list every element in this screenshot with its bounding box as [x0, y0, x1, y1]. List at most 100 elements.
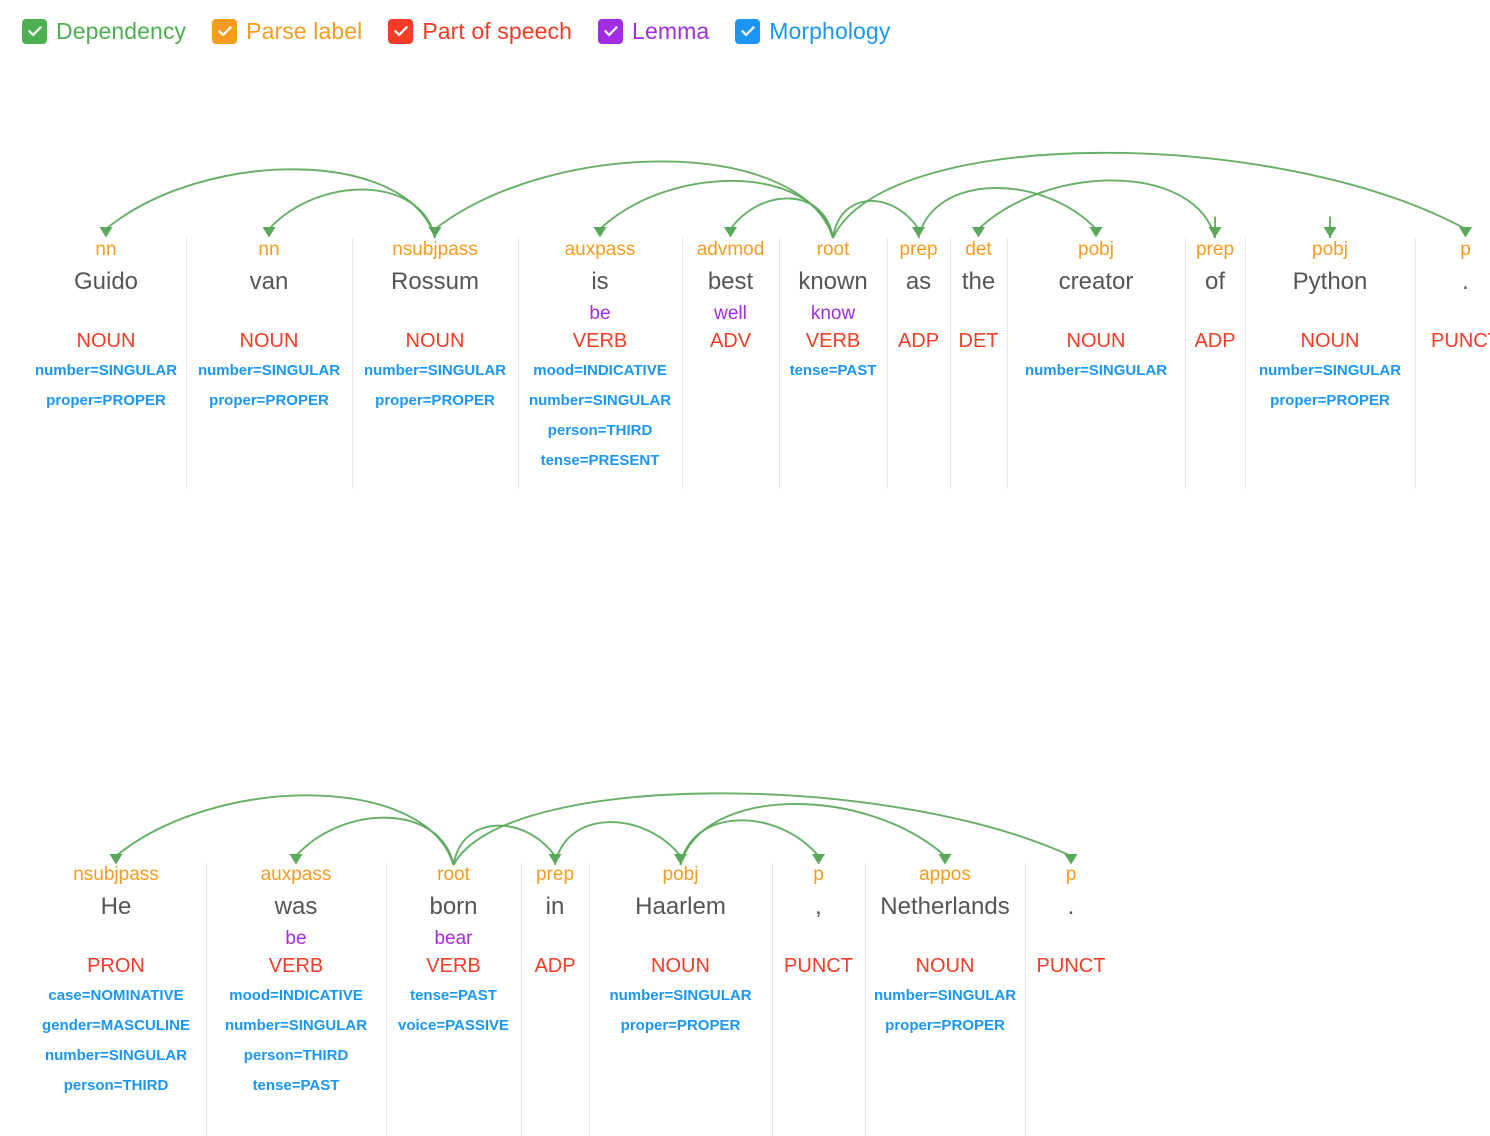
- token-word[interactable]: ,: [815, 893, 822, 920]
- parse-label: pobj: [1078, 239, 1114, 260]
- morphology-feature: number=SINGULAR: [1024, 362, 1168, 379]
- token-lemma: know: [810, 303, 856, 324]
- legend-item-label: Dependency: [56, 17, 187, 44]
- checkbox-checked-icon[interactable]: [598, 18, 624, 44]
- parse-label: prep: [1195, 239, 1235, 260]
- token-word[interactable]: best: [707, 268, 754, 295]
- token-word[interactable]: born: [429, 893, 478, 920]
- dependency-arrowhead: [972, 227, 985, 238]
- legend-item-part-of-speech[interactable]: Part of speech: [388, 18, 572, 44]
- token-word[interactable]: in: [545, 893, 565, 920]
- dependency-arrowhead: [912, 227, 925, 238]
- part-of-speech-label: ADP: [1194, 330, 1236, 352]
- morphology-feature: mood=INDICATIVE: [229, 987, 363, 1004]
- dependency-arrowhead: [428, 227, 442, 238]
- token-word[interactable]: known: [798, 268, 868, 295]
- part-of-speech-label: ADP: [897, 330, 940, 352]
- token-column[interactable]: p.PUNCT: [1415, 238, 1490, 489]
- morphology-feature: number=SINGULAR: [1258, 362, 1402, 379]
- checkbox-checked-icon[interactable]: [22, 18, 47, 44]
- token-word[interactable]: is: [591, 268, 609, 295]
- token-word[interactable]: Rossum: [390, 268, 480, 295]
- parse-label: pobj: [662, 864, 699, 885]
- part-of-speech-label: NOUN: [239, 330, 299, 352]
- token-word[interactable]: Haarlem: [635, 893, 726, 920]
- token-word[interactable]: Netherlands: [880, 893, 1010, 920]
- token-word[interactable]: creator: [1058, 268, 1134, 295]
- morphology-list: number=SINGULAR: [1025, 356, 1167, 386]
- dependency-arc: [554, 821, 682, 866]
- dependency-arcs: [99, 151, 1472, 239]
- morphology-feature: number=SINGULAR: [197, 362, 341, 379]
- token-word[interactable]: the: [961, 268, 996, 295]
- morphology-feature: number=SINGULAR: [609, 987, 752, 1004]
- morphology-feature: gender=MASCULINE: [42, 1017, 190, 1034]
- parse-label: prep: [899, 239, 938, 260]
- parse-label: auxpass: [564, 239, 636, 260]
- token-column[interactable]: p.PUNCT: [1025, 863, 1117, 1136]
- morphology-feature: number=SINGULAR: [44, 1047, 188, 1064]
- token-word[interactable]: van: [249, 268, 289, 295]
- token-column[interactable]: p,PUNCT: [772, 863, 865, 1136]
- morphology-feature: number=SINGULAR: [363, 362, 507, 379]
- legend-item-parse-label[interactable]: Parse label: [212, 18, 362, 44]
- morphology-list: number=SINGULAR proper=PROPER: [364, 356, 506, 416]
- part-of-speech-label: NOUN: [76, 330, 136, 352]
- legend-item-label: Morphology: [769, 17, 891, 44]
- token-word[interactable]: He: [100, 893, 132, 920]
- token-word[interactable]: .: [1462, 268, 1469, 295]
- parse-label: nsubjpass: [73, 864, 159, 885]
- checkbox-checked-icon[interactable]: [212, 18, 238, 44]
- legend-item-lemma[interactable]: Lemma: [598, 18, 709, 44]
- dependency-arrowhead: [1089, 227, 1103, 238]
- dependency-arrowhead: [262, 227, 276, 238]
- morphology-feature: case=NOMINATIVE: [48, 987, 184, 1004]
- token-word[interactable]: Guido: [73, 268, 139, 295]
- dependency-arc: [917, 187, 1097, 239]
- part-of-speech-label: VERB: [426, 955, 481, 977]
- morphology-feature: number=SINGULAR: [528, 392, 672, 409]
- token-word[interactable]: of: [1204, 268, 1225, 295]
- parse-label: nn: [258, 239, 280, 260]
- legend-item-morphology[interactable]: Morphology: [735, 17, 891, 44]
- dependency-arc: [832, 200, 920, 239]
- legend-item-dependency[interactable]: Dependency: [22, 17, 187, 44]
- token-word[interactable]: Python: [1292, 268, 1368, 295]
- checkbox-checked-icon[interactable]: [735, 18, 761, 44]
- token-word[interactable]: was: [274, 893, 318, 920]
- token-word[interactable]: as: [905, 268, 932, 295]
- token-word[interactable]: .: [1067, 893, 1075, 920]
- morphology-feature: tense=PAST: [252, 1077, 340, 1094]
- morphology-list: tense=PAST: [790, 356, 877, 386]
- dependency-arc: [729, 197, 834, 239]
- part-of-speech-label: PUNCT: [1036, 955, 1106, 977]
- morphology-feature: proper=PROPER: [375, 392, 495, 409]
- morphology-feature: tense=PRESENT: [540, 452, 660, 469]
- morphology-feature: proper=PROPER: [1270, 392, 1390, 409]
- checkbox-checked-icon[interactable]: [388, 18, 414, 44]
- parse-label: nn: [95, 239, 117, 260]
